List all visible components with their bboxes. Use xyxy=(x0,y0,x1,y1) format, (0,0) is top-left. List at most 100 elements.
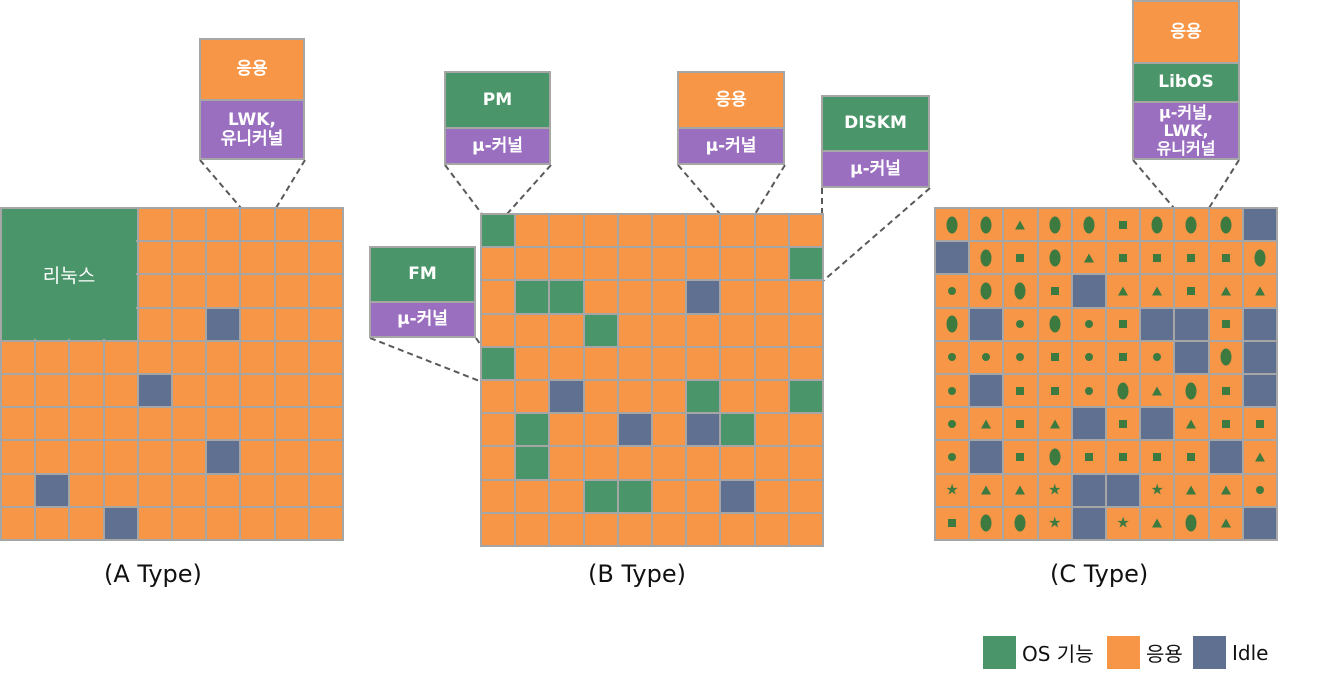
grid-b-cell xyxy=(653,447,686,479)
square-icon xyxy=(1221,386,1230,395)
grid-b-cell xyxy=(584,281,617,313)
grid-b-cell xyxy=(618,381,651,413)
linux-label: 리눅스 xyxy=(42,264,96,287)
grid-c-app-cell xyxy=(936,507,969,539)
grid-b-cell xyxy=(584,513,617,545)
grid-a-cell xyxy=(70,375,103,407)
grid-b-cell xyxy=(618,281,651,313)
grid-b-cell xyxy=(789,381,822,413)
oval-icon xyxy=(1049,448,1061,466)
grid-c-app-cell xyxy=(1107,375,1140,407)
grid-a-cell xyxy=(138,408,171,440)
grid-a-cell xyxy=(70,408,103,440)
circle-icon xyxy=(1084,353,1093,362)
grid-c-app-cell xyxy=(936,375,969,407)
grid-a-cell xyxy=(70,341,103,373)
circle-icon xyxy=(982,353,991,362)
grid-a-cell xyxy=(104,507,137,539)
grid-c-app-cell xyxy=(1038,275,1071,307)
circle-icon xyxy=(948,419,957,428)
grid-b-cell xyxy=(653,314,686,346)
circle-icon xyxy=(948,386,957,395)
grid-b-cell xyxy=(687,314,720,346)
grid-b-cell xyxy=(789,414,822,446)
grid-b-cell xyxy=(721,381,754,413)
grid-c-idle-cell xyxy=(1107,474,1140,506)
triangle-icon xyxy=(1220,485,1231,495)
grid-b-cell xyxy=(687,480,720,512)
grid-c-app-cell xyxy=(970,408,1003,440)
grid-a-cell xyxy=(173,408,206,440)
square-icon xyxy=(1221,253,1230,262)
grid-b-cell xyxy=(550,381,583,413)
grid-c-app-cell xyxy=(970,209,1003,241)
grid-a-cell xyxy=(275,441,308,473)
grid-b-cell xyxy=(653,248,686,280)
grid-a-cell xyxy=(173,441,206,473)
grid-c-app-cell xyxy=(1072,209,1105,241)
grid-b-cell xyxy=(687,414,720,446)
callout-a-bottom: LWK, 유니커널 xyxy=(201,99,303,158)
callout-b-app: 응용 μ-커널 xyxy=(677,71,785,165)
square-icon xyxy=(1221,320,1230,329)
grid-b-cell xyxy=(482,381,515,413)
grid-b-cell xyxy=(755,414,788,446)
grid-b-cell xyxy=(516,248,549,280)
circle-icon xyxy=(1084,386,1093,395)
grid-b-cell xyxy=(516,513,549,545)
grid-c-app-cell xyxy=(1243,275,1276,307)
square-icon xyxy=(948,519,957,528)
grid-b-cell xyxy=(550,513,583,545)
legend-os-swatch xyxy=(983,636,1016,669)
grid-c-app-cell xyxy=(1141,507,1174,539)
grid-c-idle-cell xyxy=(970,375,1003,407)
grid-a-cell xyxy=(207,242,240,274)
grid-a-cell xyxy=(275,408,308,440)
oval-icon xyxy=(1151,216,1163,234)
grid-b-cell xyxy=(755,480,788,512)
legend-idle-label: Idle xyxy=(1232,640,1269,665)
callout-b-diskm-top: DISKM xyxy=(823,97,928,150)
circle-icon xyxy=(1016,320,1025,329)
grid-c-app-cell xyxy=(1209,308,1242,340)
star-icon: ★ xyxy=(1047,513,1062,532)
grid-b-cell xyxy=(755,314,788,346)
grid-c-app-cell: ★ xyxy=(1038,507,1071,539)
grid-a-cell xyxy=(207,507,240,539)
grid-b-cell xyxy=(584,248,617,280)
grid-b-cell xyxy=(721,215,754,247)
grid-c-app-cell xyxy=(1038,308,1071,340)
callout-a-top: 응용 xyxy=(201,40,303,99)
grid-c-app-cell xyxy=(936,209,969,241)
grid-c-app-cell xyxy=(1004,242,1037,274)
triangle-icon xyxy=(1186,419,1197,429)
grid-c-app-cell xyxy=(1038,341,1071,373)
grid-a-cell xyxy=(70,507,103,539)
grid-b-cell xyxy=(482,281,515,313)
triangle-icon xyxy=(1015,220,1026,230)
square-icon xyxy=(1187,253,1196,262)
grid-a-cell xyxy=(275,375,308,407)
grid-c-app-cell xyxy=(1243,441,1276,473)
oval-icon xyxy=(1049,249,1061,267)
grid-a-cell xyxy=(207,474,240,506)
grid-b-cell xyxy=(482,414,515,446)
grid-a-cell xyxy=(241,308,274,340)
grid-a-cell xyxy=(138,474,171,506)
grid-c-app-cell xyxy=(1072,308,1105,340)
grid-c-idle-cell xyxy=(1243,308,1276,340)
grid-b-cell xyxy=(789,281,822,313)
grid-c-app-cell xyxy=(970,474,1003,506)
grid-b-cell xyxy=(687,347,720,379)
grid-c-idle-cell xyxy=(970,441,1003,473)
oval-icon xyxy=(1185,514,1197,532)
grid-a-cell xyxy=(207,275,240,307)
square-icon xyxy=(1050,386,1059,395)
grid-b-cell xyxy=(584,381,617,413)
grid-a-cell xyxy=(138,275,171,307)
oval-icon xyxy=(946,216,958,234)
grid-b-cell xyxy=(721,414,754,446)
grid-c-app-cell xyxy=(1072,441,1105,473)
grid-b-cell xyxy=(584,447,617,479)
oval-icon xyxy=(980,514,992,532)
